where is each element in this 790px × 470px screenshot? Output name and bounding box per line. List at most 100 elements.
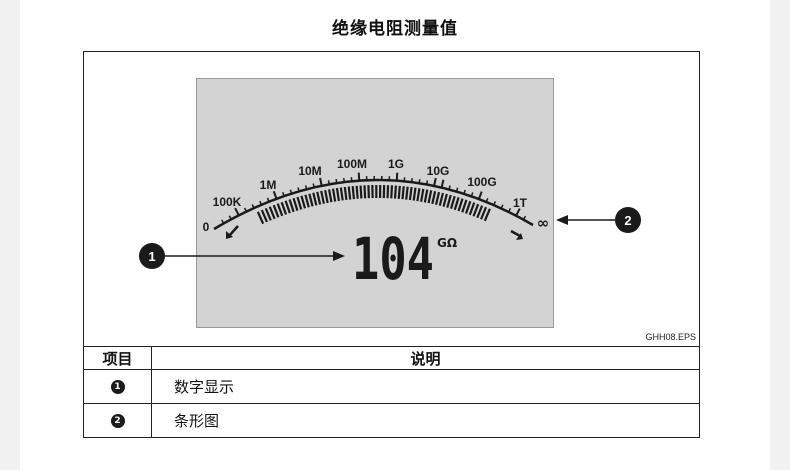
- bar-segment: [405, 186, 409, 200]
- minor-tick: [418, 179, 421, 184]
- major-tick: [319, 177, 323, 186]
- bar-segment: [431, 190, 437, 205]
- figure-source-label: GHH08.EPS: [645, 332, 696, 342]
- callout-1-number: 1: [148, 249, 155, 264]
- bar-segment: [312, 192, 318, 206]
- row-number-badge: 2: [110, 414, 125, 428]
- scale-label-10m: 10M: [298, 164, 321, 178]
- bar-segment: [401, 186, 405, 200]
- bar-segment: [363, 185, 367, 199]
- minor-tick: [425, 180, 429, 185]
- callout-1: 1: [139, 243, 345, 269]
- callout-2-number: 2: [624, 213, 631, 228]
- row-number-cell: 1: [83, 369, 152, 404]
- minor-tick: [455, 187, 459, 192]
- scale-label-100k: 100K: [213, 195, 242, 209]
- scale-label-100m: 100M: [337, 157, 367, 171]
- major-tick: [440, 179, 445, 188]
- bar-segment: [442, 193, 448, 207]
- major-tick: [515, 208, 521, 217]
- row-number-badge: 1: [110, 380, 125, 394]
- table-row: 2 条形图: [83, 403, 700, 438]
- minor-tick: [304, 185, 308, 190]
- left-arrow-icon: [226, 225, 239, 239]
- bar-segment: [276, 203, 284, 217]
- major-tick: [395, 172, 399, 181]
- minor-tick: [507, 208, 512, 213]
- page-title: 绝缘电阻测量值: [332, 19, 458, 39]
- minor-tick: [448, 185, 451, 190]
- bar-segment: [351, 186, 356, 200]
- major-tick: [357, 172, 361, 181]
- scale-label-1m: 1M: [260, 178, 277, 192]
- major-tick: [234, 207, 240, 216]
- scale-major-ticks: [234, 172, 521, 217]
- minor-tick: [522, 215, 527, 221]
- scale-label-100g: 100G: [467, 175, 496, 189]
- bar-segment: [408, 187, 413, 201]
- major-tick: [477, 191, 483, 200]
- minor-tick: [243, 207, 248, 212]
- bar-segment: [412, 187, 417, 201]
- bar-segment: [304, 194, 310, 208]
- scale-arc: [213, 178, 534, 231]
- major-tick: [272, 190, 278, 200]
- bar-segment: [268, 206, 276, 220]
- bar-segment: [483, 208, 491, 222]
- bar-segment: [423, 189, 429, 203]
- bar-segment: [264, 207, 272, 221]
- minor-tick: [259, 200, 263, 206]
- bar-segment: [416, 188, 421, 202]
- minor-tick: [282, 192, 285, 197]
- minor-tick: [410, 178, 413, 183]
- minor-tick: [485, 197, 489, 203]
- bar-segment: [260, 209, 268, 223]
- bar-graph: [256, 184, 491, 225]
- bar-segment: [390, 185, 394, 199]
- table-row: 1 数字显示: [83, 369, 700, 404]
- bar-segment: [446, 194, 452, 208]
- scale-minor-ticks: [221, 175, 527, 224]
- bar-segment: [316, 191, 322, 205]
- digital-reading: 104: [352, 225, 434, 293]
- bar-segment: [453, 197, 460, 211]
- table-header-row: 项目 说明: [83, 346, 700, 370]
- bar-segment: [393, 185, 397, 199]
- scale-label-1t: 1T: [513, 196, 528, 210]
- right-arrow-icon: [510, 229, 523, 240]
- bar-segment: [339, 187, 344, 201]
- major-tick: [433, 177, 437, 187]
- callout-2: 2: [556, 207, 641, 233]
- minor-tick: [500, 204, 504, 209]
- bar-segment: [438, 192, 444, 206]
- bar-segment: [296, 196, 303, 210]
- bar-segment: [331, 188, 337, 202]
- bar-segment: [386, 185, 390, 199]
- bar-segment: [288, 199, 295, 213]
- row-number-cell: 2: [83, 403, 152, 438]
- bar-segment: [292, 197, 299, 211]
- bar-segment: [464, 200, 472, 214]
- bar-segment: [300, 195, 307, 209]
- minor-tick: [463, 189, 466, 195]
- bar-segment: [327, 189, 333, 203]
- bar-segment: [272, 204, 280, 218]
- bar-segment: [457, 198, 464, 212]
- row-description: 数字显示: [151, 369, 700, 404]
- scale-label-0: 0: [203, 220, 210, 234]
- bar-segment: [343, 186, 348, 201]
- bar-segment: [472, 203, 480, 217]
- bar-segment: [397, 185, 401, 199]
- minor-tick: [251, 204, 255, 209]
- bar-segment: [280, 201, 288, 215]
- scale-label-10g: 10G: [427, 164, 450, 178]
- minor-tick: [297, 187, 300, 192]
- scale-label-infinity: ∞: [537, 214, 550, 232]
- minor-tick: [221, 219, 225, 224]
- bar-segment: [355, 185, 359, 199]
- minor-tick: [470, 192, 474, 197]
- bar-segment: [434, 191, 441, 206]
- header-description: 说明: [151, 346, 700, 370]
- minor-tick: [289, 189, 293, 194]
